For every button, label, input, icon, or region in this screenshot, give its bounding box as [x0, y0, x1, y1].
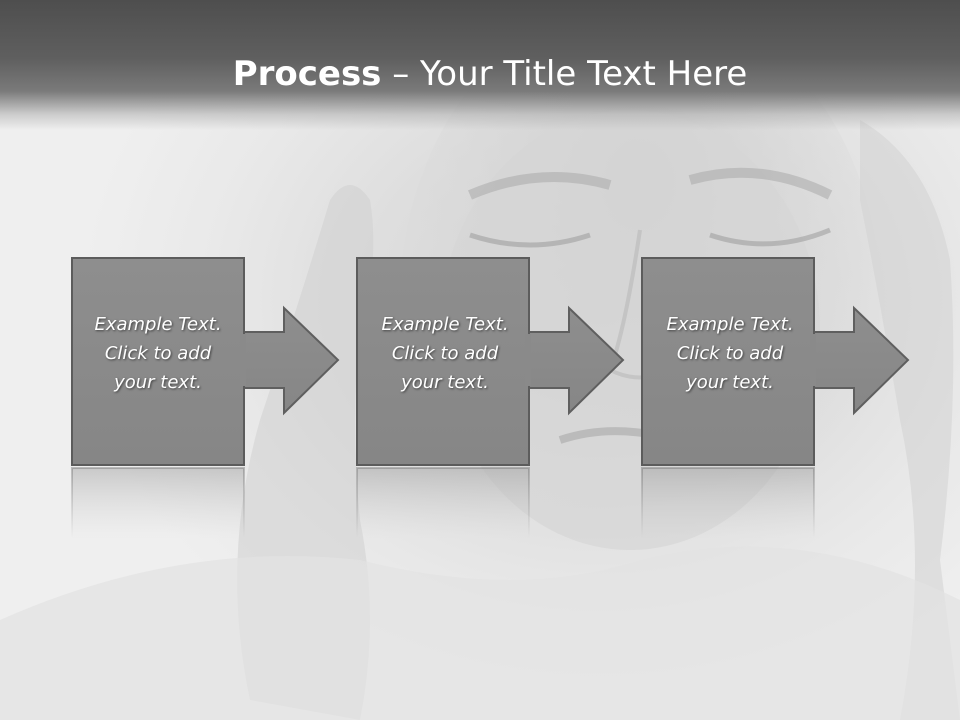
- step-text-line: Example Text.: [94, 314, 222, 335]
- step-box: [641, 257, 815, 466]
- process-step-1[interactable]: [71, 257, 340, 466]
- step-text-line: your text.: [686, 372, 774, 393]
- right-arrow-icon: [235, 305, 340, 416]
- process-step-2[interactable]: [356, 257, 625, 466]
- step-text-line: Example Text.: [666, 314, 794, 335]
- right-arrow-icon: [520, 305, 625, 416]
- step-text-line: Click to add: [104, 343, 212, 364]
- step-text-line: Click to add: [391, 343, 499, 364]
- process-step-3[interactable]: [641, 257, 910, 466]
- title-rest: – Your Title Text Here: [381, 54, 748, 94]
- title-band: [0, 0, 960, 130]
- step-text-line: Click to add: [676, 343, 784, 364]
- title-bold: Process: [232, 54, 382, 94]
- step-box: [71, 257, 245, 466]
- right-arrow-icon: [805, 305, 910, 416]
- step-reflections: [71, 467, 815, 539]
- step-text-3[interactable]: Example Text. Click to add your text.: [644, 310, 816, 397]
- slide-title[interactable]: Process – Your Title Text Here: [0, 52, 960, 96]
- step-text-2[interactable]: Example Text. Click to add your text.: [359, 310, 531, 397]
- step-box: [356, 257, 530, 466]
- step-text-1[interactable]: Example Text. Click to add your text.: [72, 310, 244, 397]
- step-text-line: Example Text.: [381, 314, 509, 335]
- step-text-line: your text.: [114, 372, 202, 393]
- step-text-line: your text.: [401, 372, 489, 393]
